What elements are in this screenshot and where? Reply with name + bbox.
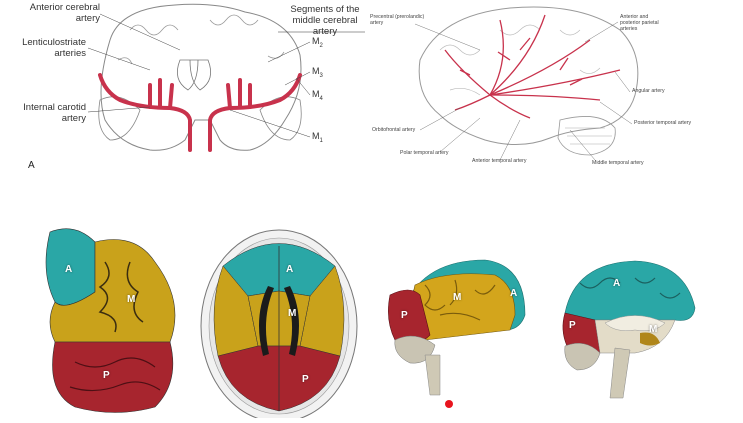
territory-label-m: M: [127, 294, 136, 305]
territory-medial-3d: A M P: [555, 258, 700, 408]
laser-pointer-dot: [445, 400, 453, 408]
label-segment-m4: M4: [312, 89, 323, 102]
lateral-brain-drawing: [414, 6, 639, 161]
label-parietal-arteries: Anterior and posterior parietal arteries: [620, 14, 659, 32]
territory-label-p: P: [569, 320, 576, 331]
label-precentral-artery: Precentral (prerolandic) artery: [370, 14, 425, 26]
label-segment-m2: M2: [312, 36, 323, 49]
territory-label-m: M: [649, 324, 658, 335]
label-anterior-cerebral-artery: Anterior cerebral artery: [29, 2, 100, 24]
territory-label-m: M: [288, 308, 297, 319]
lateral-3d-drawing: [388, 259, 526, 396]
label-posterior-temporal-artery: Posterior temporal artery: [634, 120, 692, 126]
territory-lateral-3d: A M P: [385, 255, 530, 405]
label-orbitofrontal-artery: Orbitofrontal artery: [372, 127, 416, 133]
label-anterior-temporal-artery: Anterior temporal artery: [472, 158, 527, 164]
territory-label-a: A: [286, 264, 294, 275]
lateral-mca-diagram: Precentral (prerolandic) artery Anterior…: [360, 0, 743, 180]
mca-branches: [444, 14, 621, 119]
territory-label-a: A: [510, 288, 518, 299]
label-segment-m1: M1: [312, 131, 323, 144]
label-internal-carotid-artery: Internal carotid artery: [23, 102, 86, 124]
territory-label-a: A: [613, 278, 621, 289]
medial-3d-drawing: [562, 260, 696, 399]
territory-label-p: P: [401, 310, 408, 321]
territory-label-a: A: [65, 264, 73, 275]
mca-artery-left: [98, 73, 192, 152]
axial-slice-drawing: [200, 229, 358, 423]
territory-label-p: P: [302, 374, 309, 385]
label-polar-temporal-artery: Polar temporal artery: [400, 150, 449, 156]
panel-letter: A: [28, 160, 35, 171]
label-mca-segments-title: Segments of the middle cerebral artery: [290, 4, 360, 37]
label-middle-temporal-artery: Middle temporal artery: [592, 160, 644, 166]
coronal-brain-drawing: [87, 3, 365, 152]
coronal-slice-drawing: [45, 228, 176, 413]
label-segment-m3: M3: [312, 66, 323, 79]
territory-label-p: P: [103, 370, 110, 381]
coronal-mca-diagram: Anterior cerebral artery Lenticulostriat…: [0, 0, 380, 180]
label-angular-artery: Angular artery: [632, 88, 665, 94]
territory-axial-slice: A M P: [198, 226, 360, 423]
territory-label-m: M: [453, 292, 462, 303]
mca-artery-right: [208, 73, 302, 152]
territory-coronal-slice: A M P: [35, 222, 185, 418]
label-lenticulostriate-arteries: Lenticulostriate arteries: [22, 37, 86, 59]
